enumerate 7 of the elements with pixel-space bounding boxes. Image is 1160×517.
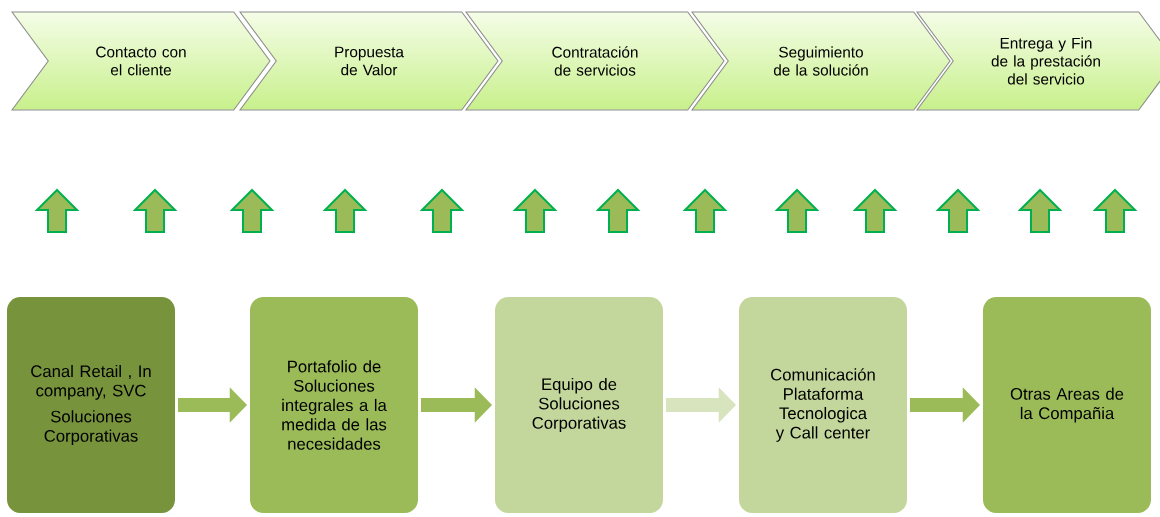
process-step: Contacto con el cliente: [10, 11, 271, 111]
process-box: Equipo de Soluciones Corporativas: [495, 297, 663, 513]
process-box: Comunicación Plataforma Tecnologica y Call center: [739, 297, 907, 513]
process-box: Canal Retail , In company, SVC Soluciones Corporativas: [7, 297, 175, 513]
process-step: Entrega y Fin de la prestación del servicio: [915, 11, 1160, 111]
process-box: Portafolio de Soluciones integrales a la medida de las necesidades: [250, 297, 418, 513]
process-box: Otras Areas de la Compañia: [983, 297, 1151, 513]
